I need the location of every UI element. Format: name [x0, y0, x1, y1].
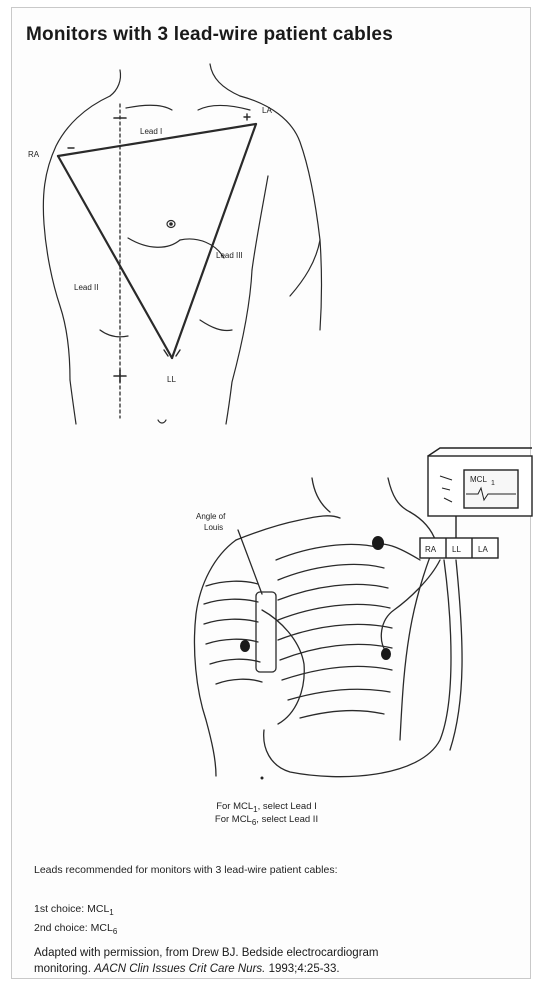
first-choice: 1st choice: MCL1 [34, 903, 114, 917]
second-choice: 2nd choice: MCL6 [34, 922, 117, 936]
la-label: LA [262, 106, 272, 115]
monitor-screen-sub: 1 [491, 480, 495, 487]
connector-la: LA [478, 545, 488, 554]
citation-line1: Adapted with permission, from Drew BJ. B… [34, 945, 514, 961]
monitor-screen-label: MCL [470, 475, 487, 484]
top-torso-outline [43, 64, 321, 424]
ra-label: RA [28, 150, 40, 159]
bottom-electrodes [240, 536, 391, 660]
journal-name: AACN Clin Issues Crit Care Nurs. [94, 963, 265, 975]
angle-of-louis-line2: Louis [204, 523, 223, 532]
ll-label: LL [167, 375, 176, 384]
angle-of-louis-line1: Angle of [196, 512, 226, 521]
einthoven-triangle [58, 124, 256, 358]
lead3-label: Lead III [216, 251, 243, 260]
connector-ra: RA [425, 545, 437, 554]
citation-line2: monitoring. AACN Clin Issues Crit Care N… [34, 961, 514, 977]
mid-axis-dashed [114, 104, 126, 418]
connector-ll: LL [452, 545, 461, 554]
recommendation-heading: Leads recommended for monitors with 3 le… [34, 864, 338, 876]
mcl6-caption: For MCL6, select Lead II [0, 813, 533, 829]
citation: Adapted with permission, from Drew BJ. B… [34, 945, 514, 977]
lead1-label: Lead I [140, 127, 162, 136]
ecg-monitor [428, 448, 532, 538]
bottom-chest-outline [194, 478, 462, 777]
lead2-label: Lead II [74, 283, 98, 292]
